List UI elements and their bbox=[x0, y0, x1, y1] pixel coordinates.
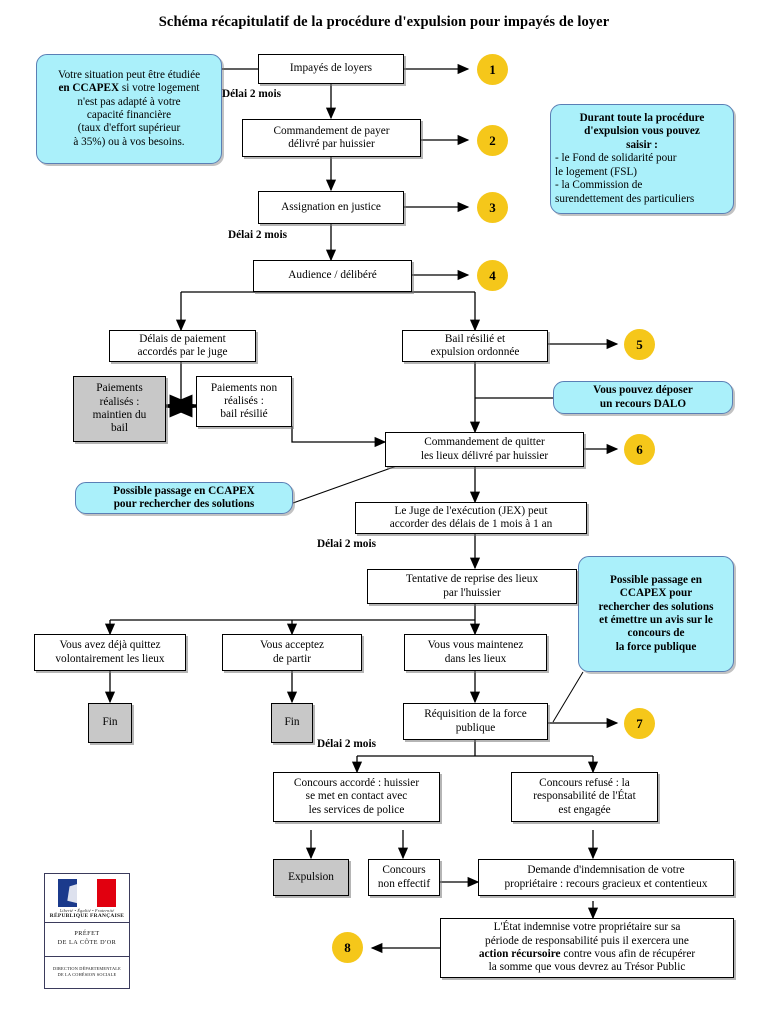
final-line-4: la somme que vous devrez au Trésor Publi… bbox=[488, 961, 686, 974]
box-fin-1[interactable]: Fin bbox=[88, 703, 132, 743]
delai-label-4: Délai 2 mois bbox=[317, 738, 376, 750]
logo-service-line-2: DE LA COHÉSION SOCIALE bbox=[57, 972, 117, 978]
box-deja-quitte-volontairement[interactable]: Vous avez déjà quittez volontairement le… bbox=[34, 634, 186, 671]
box-audience-delibere[interactable]: Audience / délibéré bbox=[253, 260, 412, 292]
final-line-2: période de responsabilité puis il exerce… bbox=[485, 934, 689, 947]
logo-republique: RÉPUBLIQUE FRANÇAISE bbox=[49, 913, 125, 919]
marker-circle-6[interactable]: 6 bbox=[624, 434, 655, 465]
callout-durant-item-2: le logement (FSL) bbox=[555, 165, 638, 178]
callout-durant-item-3: - la Commission de bbox=[555, 179, 643, 192]
box-paiements-realises[interactable]: Paiements réalisés : maintien du bail bbox=[73, 376, 166, 442]
delai-label-2: Délai 2 mois bbox=[228, 229, 287, 241]
callout-recours-dalo: Vous pouvez déposer un recours DALO bbox=[553, 381, 733, 414]
logo-marianne-section: Liberté • Égalité • Fraternité RÉPUBLIQU… bbox=[45, 874, 129, 923]
marker-circle-5[interactable]: 5 bbox=[624, 329, 655, 360]
box-tentative-reprise-lieux[interactable]: Tentative de reprise des lieux par l'hui… bbox=[367, 569, 577, 604]
marker-circle-8[interactable]: 8 bbox=[332, 932, 363, 963]
marker-circle-3[interactable]: 3 bbox=[477, 192, 508, 223]
page-title: Schéma récapitulatif de la procédure d'e… bbox=[158, 14, 610, 30]
box-concours-non-effectif[interactable]: Concours non effectif bbox=[368, 859, 440, 896]
french-flag-icon bbox=[58, 879, 116, 907]
delai-label-1: Délai 2 mois bbox=[222, 88, 281, 100]
box-assignation-en-justice[interactable]: Assignation en justice bbox=[258, 191, 404, 224]
box-delais-de-paiement[interactable]: Délais de paiement accordés par le juge bbox=[109, 330, 256, 362]
callout-ccapex-situation: Votre situation peut être étudiée en CCA… bbox=[36, 54, 222, 164]
callout-ccapex-line2: si votre logement bbox=[119, 82, 200, 95]
marker-circle-1[interactable]: 1 bbox=[477, 54, 508, 85]
final-line-3: action récursoire contre vous afin de ré… bbox=[479, 948, 695, 961]
callout-durant-item-1: - le Fond de solidarité pour bbox=[555, 152, 677, 165]
prefecture-logo: Liberté • Égalité • Fraternité RÉPUBLIQU… bbox=[44, 873, 130, 989]
logo-service-line-1: DIRECTION DÉPARTEMENTALE bbox=[53, 965, 121, 971]
logo-prefet-line-2: DE LA CÔTE D'OR bbox=[57, 939, 117, 947]
callout-durant-item-4: surendettement des particuliers bbox=[555, 192, 695, 205]
final-line-1: L'État indemnise votre propriétaire sur … bbox=[493, 921, 681, 934]
logo-devise: Liberté • Égalité • Fraternité bbox=[59, 908, 115, 913]
marker-circle-2[interactable]: 2 bbox=[477, 125, 508, 156]
box-impayes-de-loyers[interactable]: Impayés de loyers bbox=[258, 54, 404, 84]
box-requisition-force-publique[interactable]: Réquisition de la force publique bbox=[403, 703, 548, 740]
box-etat-indemnise[interactable]: L'État indemnise votre propriétaire sur … bbox=[440, 918, 734, 978]
callout-ccapex-line1: Votre situation peut être étudiée bbox=[57, 68, 201, 81]
final-line-3-rest: contre vous afin de récupérer bbox=[560, 948, 696, 960]
box-demande-indemnisation[interactable]: Demande d'indemnisation de votre proprié… bbox=[478, 859, 734, 896]
box-bail-resilie-expulsion[interactable]: Bail résilié et expulsion ordonnée bbox=[402, 330, 548, 362]
logo-service-section: DIRECTION DÉPARTEMENTALE DE LA COHÉSION … bbox=[45, 957, 129, 988]
callout-ccapex-solutions: Possible passage en CCAPEX pour recherch… bbox=[75, 482, 293, 514]
callout-durant-heading: Durant toute la procédure d'expulsion vo… bbox=[579, 111, 705, 151]
box-concours-refuse[interactable]: Concours refusé : la responsabilité de l… bbox=[511, 772, 658, 822]
marker-circle-4[interactable]: 4 bbox=[477, 260, 508, 291]
callout-ccapex-rest: n'est pas adapté à votre capacité financ… bbox=[73, 95, 185, 148]
logo-prefet-line-1: PRÉFET bbox=[74, 930, 100, 938]
box-juge-execution-jex[interactable]: Le Juge de l'exécution (JEX) peut accord… bbox=[355, 502, 587, 534]
box-paiements-non-realises[interactable]: Paiements non réalisés : bail résilié bbox=[196, 376, 292, 427]
delai-label-3: Délai 2 mois bbox=[317, 538, 376, 550]
callout-durant-procedure: Durant toute la procédure d'expulsion vo… bbox=[550, 104, 734, 214]
box-concours-accorde[interactable]: Concours accordé : huissier se met en co… bbox=[273, 772, 440, 822]
callout-ccapex-force-publique: Possible passage en CCAPEX pour recherch… bbox=[578, 556, 734, 672]
box-fin-2[interactable]: Fin bbox=[271, 703, 313, 743]
box-expulsion[interactable]: Expulsion bbox=[273, 859, 349, 896]
marker-circle-7[interactable]: 7 bbox=[624, 708, 655, 739]
final-line-3-bold: action récursoire bbox=[478, 948, 561, 960]
box-vous-vous-maintenez[interactable]: Vous vous maintenez dans les lieux bbox=[404, 634, 547, 671]
logo-prefet-section: PRÉFET DE LA CÔTE D'OR bbox=[45, 923, 129, 957]
callout-ccapex-bold: en CCAPEX bbox=[58, 82, 120, 95]
box-commandement-de-payer[interactable]: Commandement de payer délivré par huissi… bbox=[242, 119, 421, 157]
box-commandement-quitter-lieux[interactable]: Commandement de quitter les lieux délivr… bbox=[385, 432, 584, 467]
box-vous-acceptez-de-partir[interactable]: Vous acceptez de partir bbox=[222, 634, 362, 671]
